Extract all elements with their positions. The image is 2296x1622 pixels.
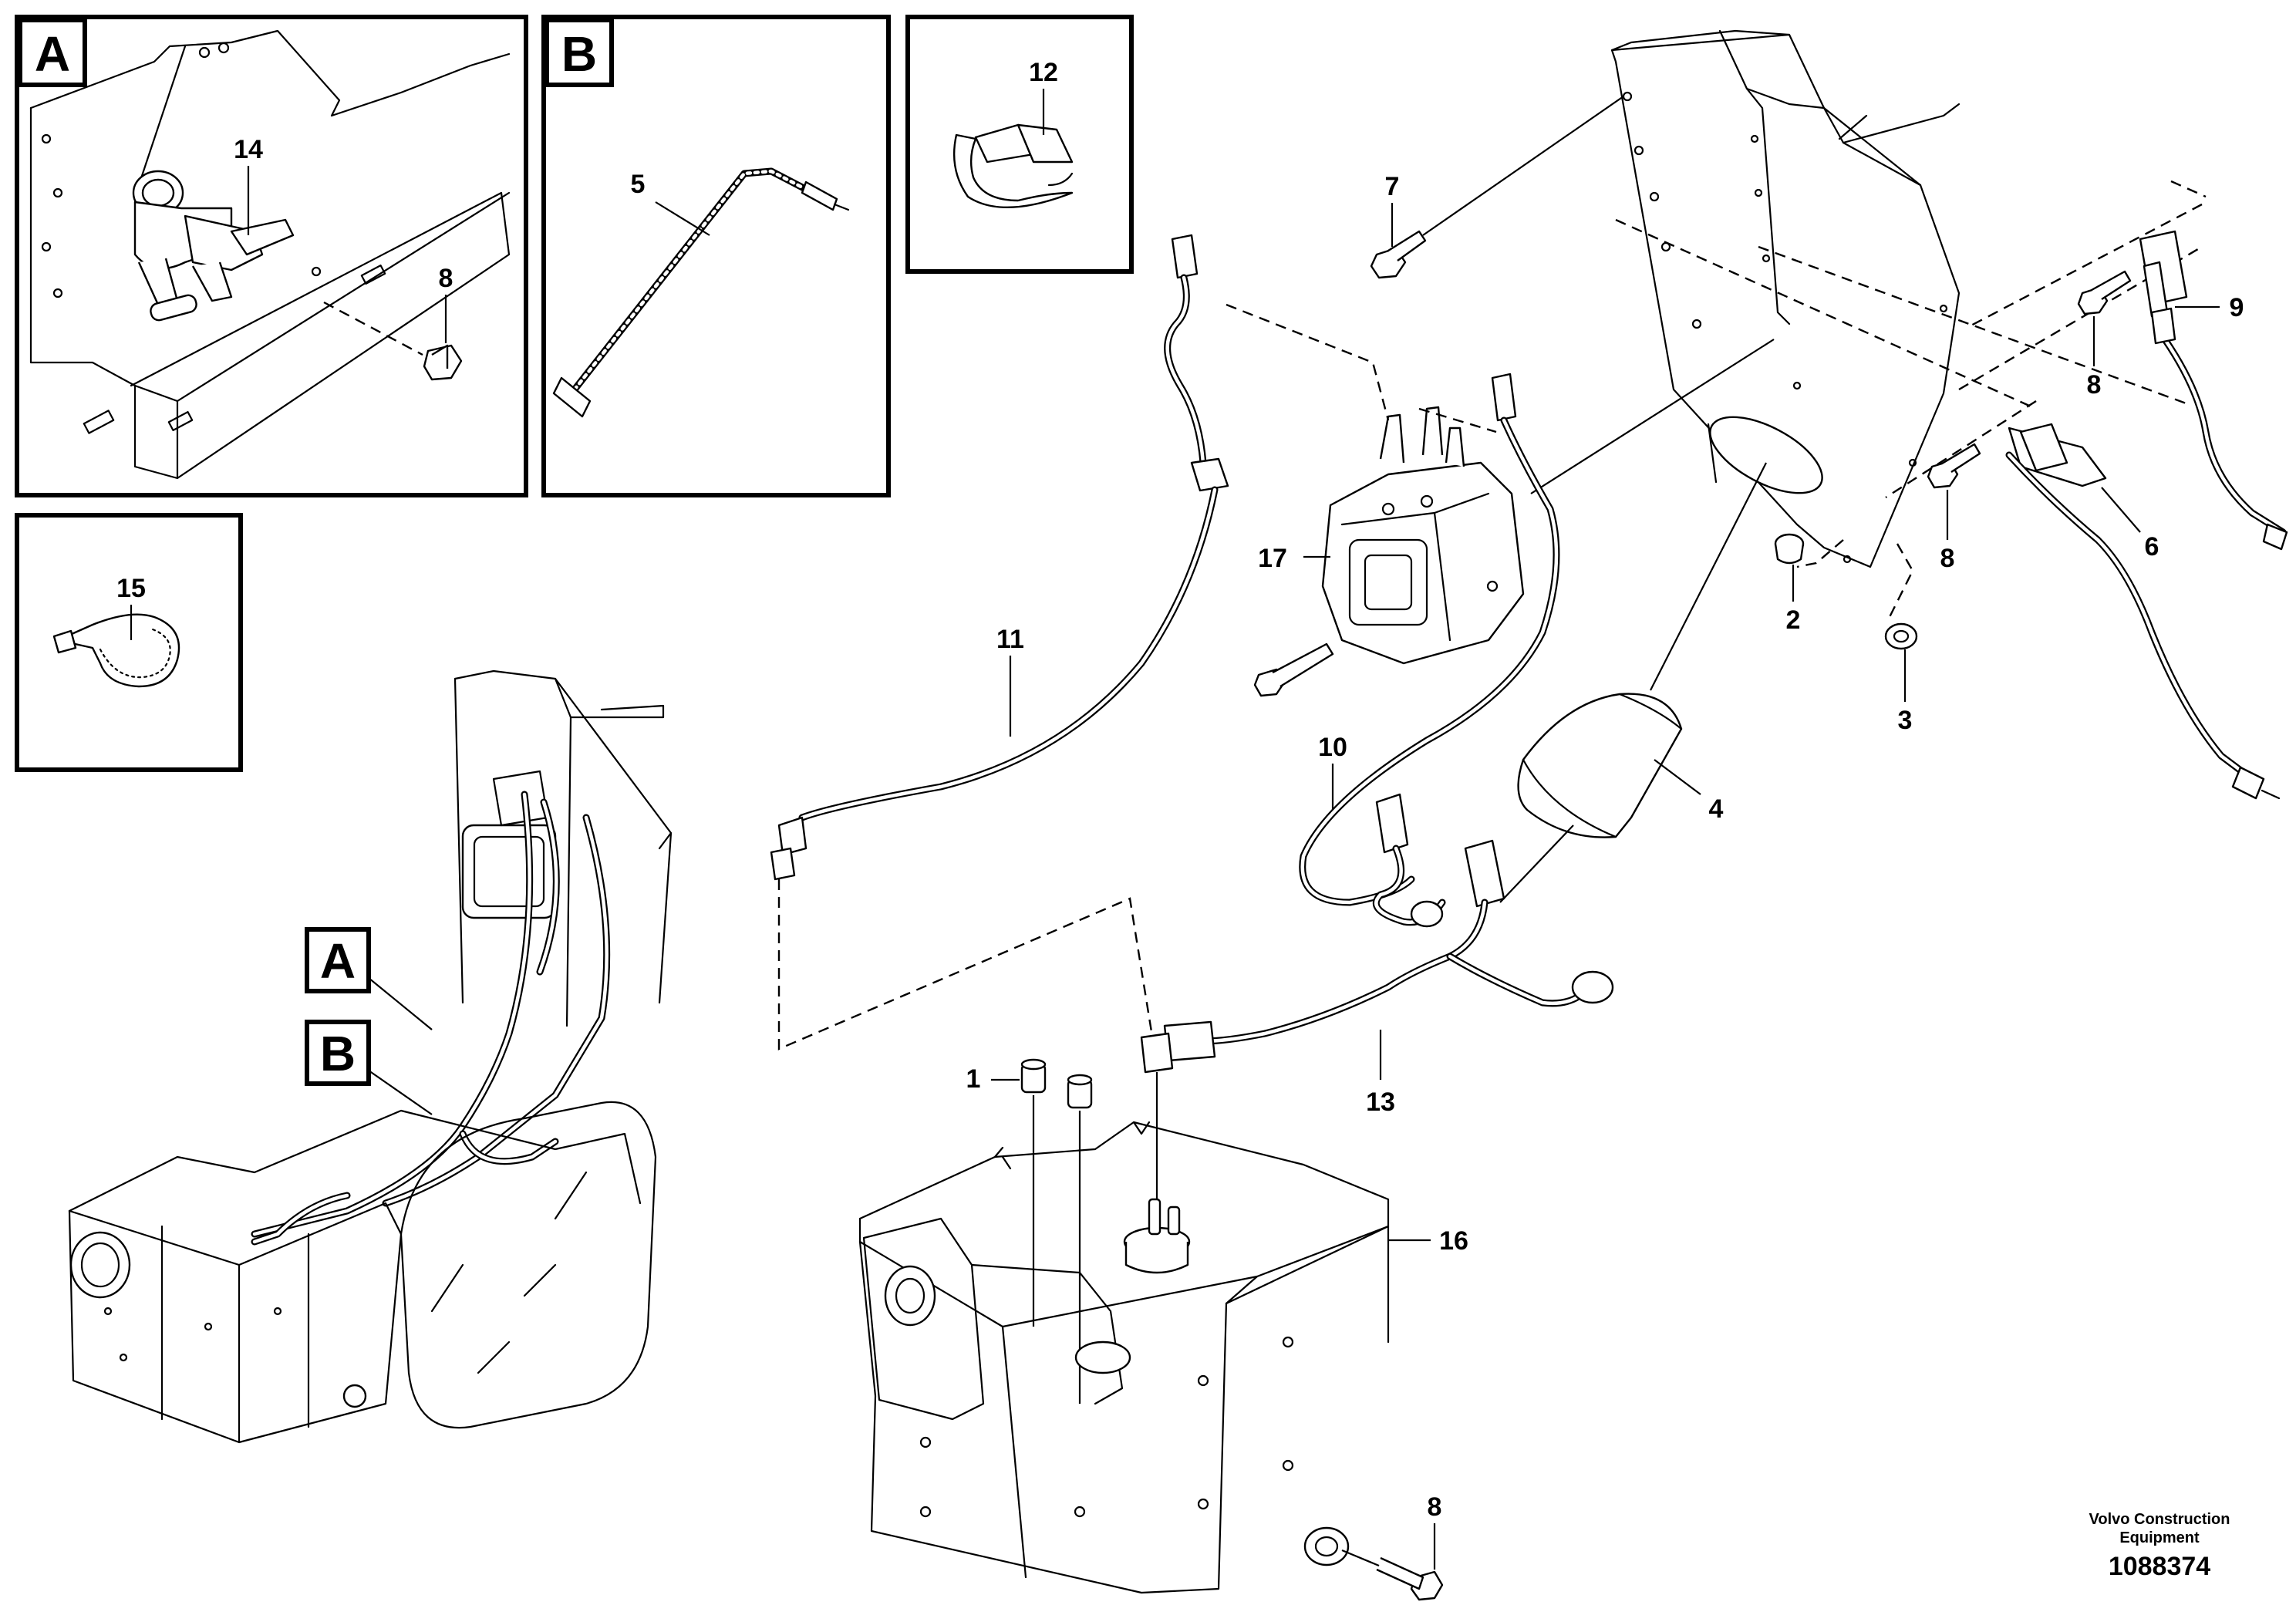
overview-label-b: B bbox=[320, 1026, 356, 1081]
detail-frame-a bbox=[15, 15, 528, 497]
callout-1: 1 bbox=[966, 1064, 981, 1094]
sensor-5-illustration bbox=[552, 167, 850, 418]
mounting-bracket bbox=[1610, 29, 1961, 568]
harness-11 bbox=[770, 234, 1229, 881]
sleeve-4 bbox=[1517, 693, 1683, 838]
bolt-8-right bbox=[1927, 443, 1981, 489]
callout-8-detail-a: 8 bbox=[439, 264, 453, 293]
valve-14-illustration bbox=[132, 170, 295, 322]
overview-assembly: A B bbox=[68, 669, 673, 1444]
plug-2 bbox=[1774, 533, 1805, 565]
callout-10: 10 bbox=[1318, 733, 1347, 762]
callout-12: 12 bbox=[1029, 58, 1058, 87]
detail-letter-b: B bbox=[561, 26, 597, 82]
callout-8-lower: 8 bbox=[1428, 1492, 1442, 1522]
callout-4: 4 bbox=[1709, 794, 1724, 824]
brand-line-2: Equipment bbox=[2119, 1529, 2200, 1546]
callout-3: 3 bbox=[1898, 706, 1913, 735]
harness-13 bbox=[1140, 839, 1614, 1074]
def-pump-17 bbox=[1253, 406, 1525, 697]
detail-frame-15 bbox=[15, 513, 243, 772]
callout-16: 16 bbox=[1439, 1226, 1468, 1256]
brand-line-1: Volvo Construction bbox=[2089, 1511, 2230, 1528]
callout-7: 7 bbox=[1385, 172, 1400, 201]
detail-view-b: B 5 bbox=[541, 15, 891, 497]
detail-frame-12 bbox=[905, 15, 1134, 274]
cap-1 bbox=[1020, 1058, 1093, 1109]
nox-sensor-6 bbox=[2005, 423, 2281, 800]
callout-9: 9 bbox=[2230, 293, 2244, 322]
callout-15: 15 bbox=[116, 574, 146, 603]
bolt-8-lower bbox=[1376, 1556, 1444, 1601]
bolt-7 bbox=[1370, 230, 1427, 279]
footer-branding: Volvo Construction Equipment 1088374 bbox=[2089, 1511, 2230, 1581]
bolt-8-upper bbox=[2077, 270, 2132, 315]
nox-sensor-9 bbox=[2139, 230, 2288, 551]
callout-8-right: 8 bbox=[1940, 544, 1955, 573]
callout-13: 13 bbox=[1366, 1088, 1395, 1117]
overview-label-a: A bbox=[320, 933, 356, 989]
detail-letter-a: A bbox=[35, 26, 70, 82]
overview-box-a bbox=[305, 927, 371, 993]
callout-5: 5 bbox=[631, 170, 646, 199]
detail-frame-b bbox=[541, 15, 891, 497]
bolt-8-detail-a bbox=[423, 344, 463, 381]
nut-3 bbox=[1884, 622, 1918, 650]
detail-view-12: 12 bbox=[905, 15, 1134, 274]
detail-letter-box-b bbox=[544, 18, 614, 87]
callout-6: 6 bbox=[2145, 532, 2159, 561]
detail-view-15: 15 bbox=[15, 513, 243, 772]
illustration-number: 1088374 bbox=[2109, 1552, 2210, 1581]
callout-2: 2 bbox=[1786, 605, 1801, 635]
callout-8-upper: 8 bbox=[2087, 370, 2102, 400]
tank-16 bbox=[858, 1121, 1390, 1594]
detail-letter-box-a bbox=[18, 18, 87, 87]
detail-view-a: A 14 8 bbox=[15, 15, 528, 497]
overview-box-b bbox=[305, 1020, 371, 1086]
harness-10 bbox=[1299, 373, 1560, 928]
clip-12-illustration bbox=[952, 123, 1074, 209]
callout-17: 17 bbox=[1258, 544, 1287, 573]
callout-11: 11 bbox=[996, 625, 1024, 654]
callout-14: 14 bbox=[234, 135, 263, 164]
cable-tie-15-illustration bbox=[52, 613, 180, 688]
